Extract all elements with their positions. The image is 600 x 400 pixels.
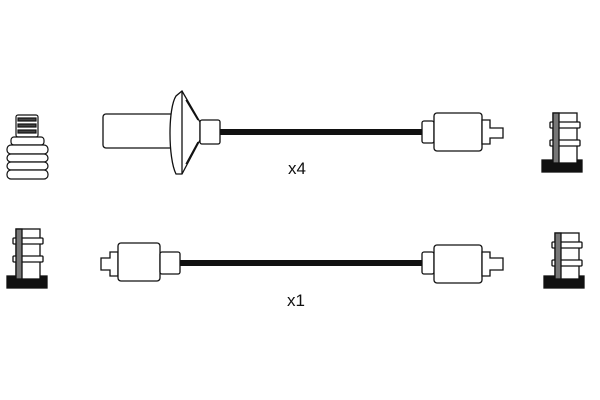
coil-terminal-icon [541, 112, 583, 173]
coil-connector-icon [421, 244, 504, 284]
spark-plug-terminal-icon [6, 114, 49, 180]
spark-plug-boot-icon [102, 90, 221, 175]
coil-connector-icon [421, 112, 504, 152]
quantity-label: x1 [287, 291, 305, 310]
quantity-label: x4 [288, 159, 306, 178]
coil-terminal-icon [543, 232, 585, 289]
coil-terminal-icon [6, 228, 48, 289]
coil-connector-icon [100, 242, 181, 282]
